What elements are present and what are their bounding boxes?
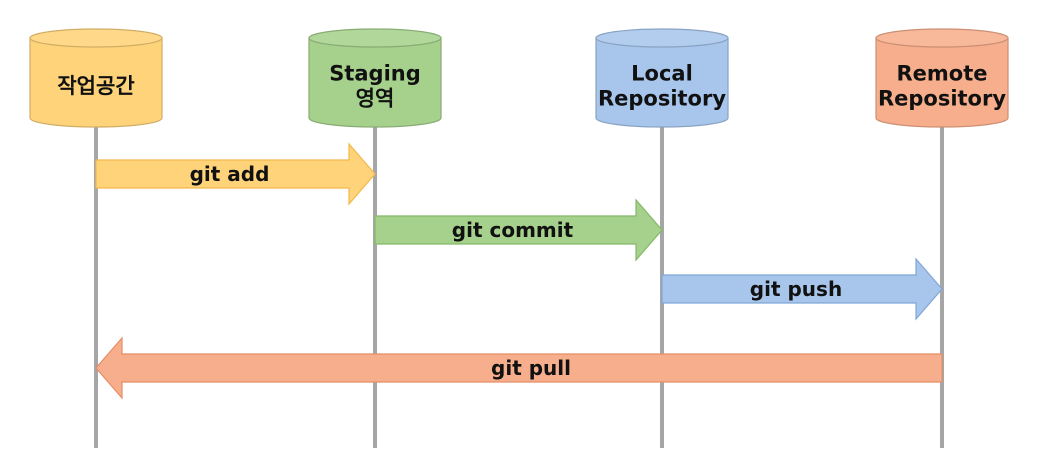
node-label: 영역 <box>356 87 395 111</box>
arrow-local-to-remote: git push <box>661 257 943 321</box>
node-label: Staging <box>329 62 421 86</box>
arrow-remote-to-workspace: git pull <box>95 336 943 400</box>
cylinder-body <box>308 37 442 128</box>
arrow-staging-to-local: git commit <box>374 198 663 262</box>
arrow-label: git add <box>190 162 270 186</box>
node-label: Repository <box>878 87 1006 111</box>
cylinder-body <box>875 37 1009 128</box>
arrow-shape <box>374 198 663 262</box>
arrow-workspace-to-staging: git add <box>95 142 376 206</box>
cylinder-top <box>875 28 1009 48</box>
arrow-shape <box>95 142 376 206</box>
nodes: 작업공간Staging영역LocalRepositoryRemoteReposi… <box>29 28 1009 128</box>
node-workspace: 작업공간 <box>29 28 163 128</box>
cylinder-body <box>595 37 729 128</box>
arrow-label: git pull <box>491 356 571 380</box>
cylinder-body <box>29 37 163 128</box>
arrows: git add git commit git push git pull <box>95 142 943 400</box>
arrow-shape <box>661 257 943 321</box>
arrow-label: git push <box>750 277 842 301</box>
arrow-label: git commit <box>452 218 574 242</box>
node-label: Local <box>631 62 693 86</box>
node-label: Repository <box>598 87 726 111</box>
node-label: 작업공간 <box>57 74 134 98</box>
arrow-shape <box>95 336 943 400</box>
cylinder-top <box>29 28 163 48</box>
cylinder-top <box>595 28 729 48</box>
node-label: Remote <box>896 62 987 86</box>
cylinder-top <box>308 28 442 48</box>
